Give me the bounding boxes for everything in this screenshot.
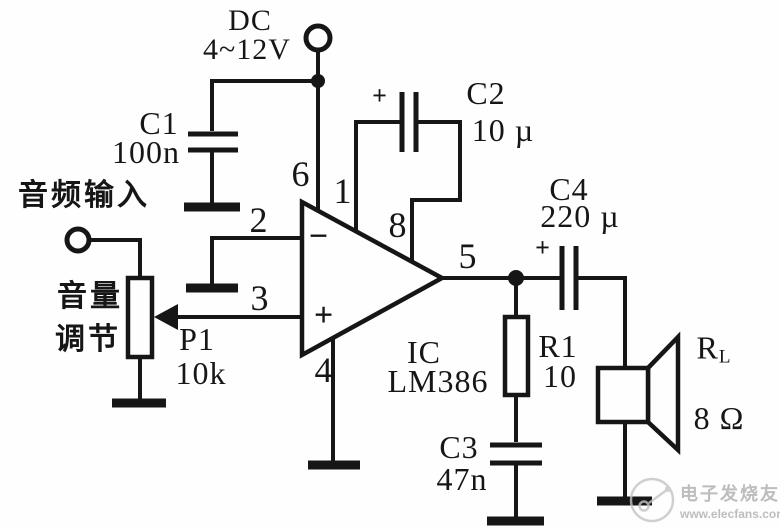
r1-resistor — [502, 278, 531, 398]
c2-capacitor — [354, 92, 462, 262]
wire — [89, 238, 142, 278]
r1-designator: R1 — [538, 328, 578, 364]
c2-polarity-mark: + — [372, 81, 388, 110]
p1-potentiometer — [112, 275, 166, 408]
watermark-site-name: 电子发烧友 — [680, 484, 780, 504]
audio-input — [64, 226, 142, 278]
watermark-site-url: www.elecfans.com — [680, 507, 780, 521]
audio-input-label: 音频输入 — [18, 179, 150, 212]
r1-value: 10 — [543, 358, 577, 394]
ic-designator: IC — [407, 334, 441, 370]
speaker-driver-icon — [595, 365, 651, 425]
p1-designator: P1 — [179, 321, 215, 357]
pin-8-label: 8 — [388, 205, 408, 245]
wiper-arrow-icon — [154, 304, 178, 330]
c4-designator: C4 — [549, 171, 589, 207]
speaker-value: 8 Ω — [693, 400, 745, 436]
c4-capacitor — [559, 246, 627, 368]
wire — [210, 236, 302, 284]
non-inverting-input-symbol: + — [313, 297, 335, 334]
inverting-input-symbol: − — [308, 218, 330, 255]
dc-supply — [303, 23, 333, 88]
wire — [354, 120, 400, 232]
volume-label-line2: 调节 — [55, 323, 121, 356]
dc-label: DC — [228, 4, 272, 37]
pin2-ground-branch — [186, 236, 302, 293]
opamp-triangle — [299, 198, 447, 359]
c3-value: 47n — [436, 461, 488, 497]
c2-value: 10 µ — [471, 112, 535, 148]
c2-designator: C2 — [466, 75, 506, 111]
pin-4-label: 4 — [314, 350, 334, 390]
wire — [410, 120, 462, 262]
potentiometer-body — [125, 275, 155, 360]
c1-designator: C1 — [139, 105, 179, 141]
ic-part-number: LM386 — [387, 363, 489, 399]
c4-value: 220 µ — [540, 198, 620, 234]
input-terminal-icon — [64, 226, 92, 254]
speaker — [595, 331, 681, 506]
c3-capacitor — [487, 395, 544, 526]
resistor-body — [502, 314, 531, 398]
c1-value: 100n — [112, 134, 180, 170]
pin-2-label: 2 — [249, 200, 269, 240]
pin-5-label: 5 — [458, 236, 478, 276]
pin-6-label: 6 — [291, 154, 311, 194]
c3-designator: C3 — [439, 429, 479, 465]
c4-polarity-mark: + — [535, 233, 551, 262]
pin-1-label: 1 — [333, 171, 353, 211]
c1-capacitor — [184, 79, 318, 212]
pin-3-label: 3 — [250, 278, 270, 318]
speaker-designator: RL — [696, 329, 732, 368]
speaker-cone-icon — [645, 331, 681, 456]
wire — [576, 276, 627, 368]
pin4-ground-branch — [308, 339, 360, 470]
watermark-logo-icon — [629, 477, 675, 523]
dc-voltage-label: 4~12V — [203, 33, 291, 66]
p1-value: 10k — [175, 355, 227, 391]
volume-label-line1: 音量 — [57, 280, 123, 313]
dc-terminal-icon — [303, 23, 333, 53]
wire — [210, 79, 318, 131]
